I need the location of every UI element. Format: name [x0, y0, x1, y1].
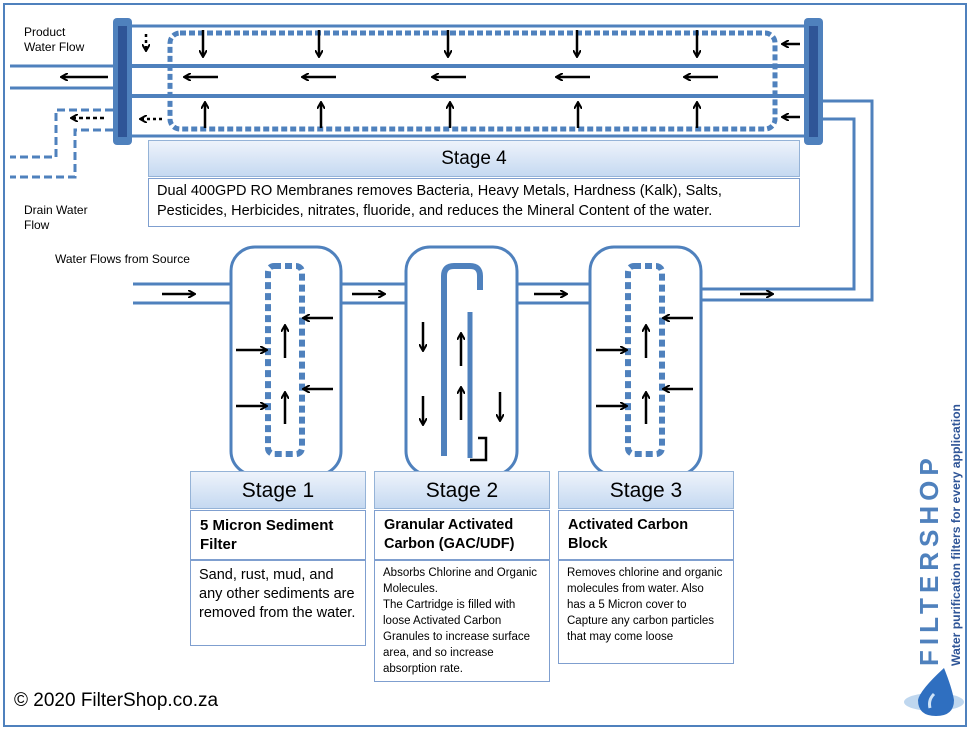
source-water-flow-label: Water Flows from Source — [55, 252, 190, 266]
stage2-name: Granular Activated Carbon (GAC/UDF) — [374, 510, 550, 560]
stage1-name: 5 Micron Sediment Filter — [190, 510, 366, 560]
diagram-border — [3, 3, 967, 727]
stage2-title: Stage 2 — [374, 471, 550, 509]
source-water-pipe — [133, 282, 590, 305]
stage1-description: Sand, rust, mud, and any other sediments… — [190, 560, 366, 646]
filtershop-logo: FILTERSHOP Water purification filters fo… — [914, 404, 963, 666]
stage2-housing — [404, 245, 519, 477]
stage2-description: Absorbs Chlorine and Organic Molecules. … — [374, 560, 550, 682]
membrane-flow-arrows — [185, 30, 718, 128]
svg-text:FILTERSHOP: FILTERSHOP — [914, 453, 944, 666]
water-drop-logo — [904, 668, 964, 716]
stage3-housing — [588, 245, 703, 477]
product-water-flow-label: Product Water Flow — [24, 25, 85, 54]
copyright-text: © 2020 FilterShop.co.za — [14, 690, 219, 711]
drain-water-flow-label: Drain Water Flow — [24, 203, 88, 232]
stage3-title: Stage 3 — [558, 471, 734, 509]
drain-water-pipe — [10, 108, 113, 179]
stage4-description: Dual 400GPD RO Membranes removes Bacteri… — [148, 178, 800, 227]
stage4-title: Stage 4 — [148, 140, 800, 177]
svg-text:Water purification filters for: Water purification filters for every app… — [951, 404, 963, 666]
product-water-pipe — [10, 64, 113, 90]
feed-pipe-to-membrane — [676, 99, 874, 302]
stage3-description: Removes chlorine and organic molecules f… — [558, 560, 734, 664]
stage1-housing — [229, 245, 343, 477]
stage1-title: Stage 1 — [190, 471, 366, 509]
stage4-membrane-housing — [113, 18, 823, 145]
stage3-name: Activated Carbon Block — [558, 510, 734, 560]
